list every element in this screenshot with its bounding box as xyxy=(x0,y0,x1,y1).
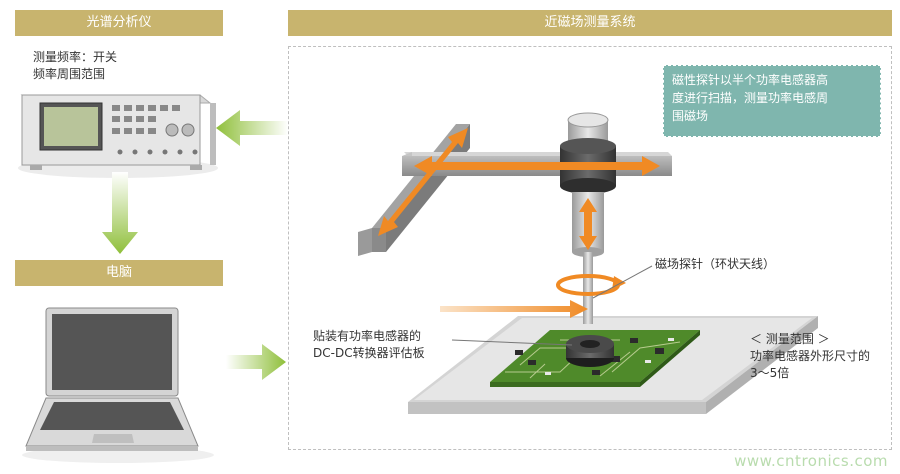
near-field-system-header: 近磁场测量系统 xyxy=(288,10,892,36)
board-label-line2: DC-DC转换器评估板 xyxy=(313,346,425,360)
note-line-2: 度进行扫描，测量功率电感周 xyxy=(672,91,829,105)
measurement-range-value: 3〜5倍 xyxy=(750,366,790,380)
spectrum-analyzer-device xyxy=(18,94,218,178)
note-line-1: 磁性探针以半个功率电感器高 xyxy=(672,73,829,87)
board-label-line1: 贴装有功率电感器的 xyxy=(313,329,422,343)
watermark: www.cntronics.com xyxy=(734,452,888,470)
measurement-range-title: ＜ 测量范围 ＞ xyxy=(750,332,830,346)
dc-dc-board xyxy=(490,330,700,387)
laptop-device xyxy=(22,307,214,463)
note-line-3: 围磁场 xyxy=(672,109,709,123)
scan-description-note: 磁性探针以半个功率电感器高 度进行扫描，测量功率电感周 围磁场 xyxy=(663,65,881,137)
scan-direction-arrow xyxy=(440,300,588,318)
arrow-system-to-analyzer xyxy=(216,110,288,146)
measurement-area xyxy=(288,46,892,450)
probe-label: 磁场探针（环状天线） xyxy=(655,257,776,271)
pc-header: 电脑 xyxy=(15,260,223,286)
motion-arrows xyxy=(378,128,660,250)
spectrum-measure-frequency: 测量频率：开关 xyxy=(33,50,118,64)
arrow-analyzer-to-pc xyxy=(102,172,138,254)
spectrum-frequency-range: 频率周围范围 xyxy=(33,67,106,81)
arrow-pc-to-system xyxy=(226,344,286,380)
spectrum-analyzer-header: 光谱分析仪 xyxy=(15,10,223,36)
measurement-range-desc: 功率电感器外形尺寸的 xyxy=(750,349,871,363)
